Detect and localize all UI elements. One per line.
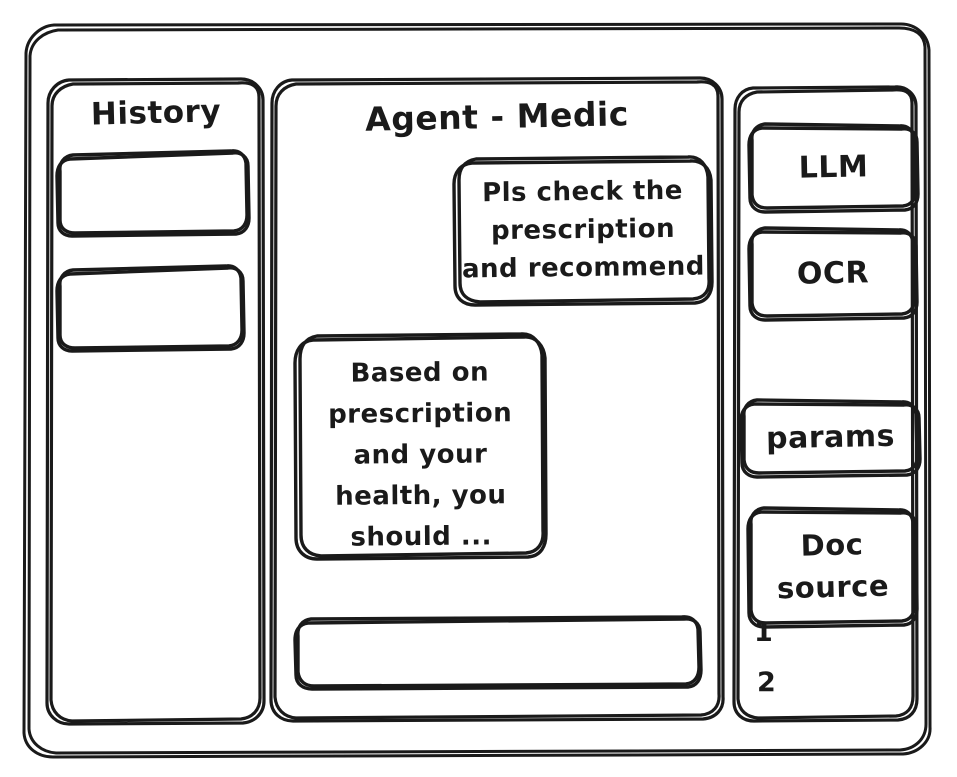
tool-button-ocr[interactable]: OCR xyxy=(749,228,917,320)
tool-button-params[interactable]: params xyxy=(741,400,920,477)
history-item-1[interactable] xyxy=(57,152,249,236)
message-assistant-text: Based on prescription and your health, y… xyxy=(327,357,513,553)
message-bubble-assistant: Based on prescription and your health, y… xyxy=(295,336,546,559)
message-user-text: Pls check the prescription and recommend xyxy=(461,175,706,285)
tool-button-llm-label: LLM xyxy=(798,149,869,186)
doc-source-marker-1[interactable]: 1 xyxy=(754,617,774,648)
tool-button-params-label: params xyxy=(765,418,896,457)
message-bubble-user: Pls check the prescription and recommend xyxy=(454,157,712,305)
history-item-2[interactable] xyxy=(57,266,244,351)
tool-button-llm[interactable]: LLM xyxy=(749,124,918,212)
doc-source-marker-2[interactable]: 2 xyxy=(757,667,777,698)
tool-button-ocr-label: OCR xyxy=(796,255,870,292)
history-title: History xyxy=(90,93,222,133)
doc-source-button[interactable]: Doc source xyxy=(748,508,917,627)
composer-input[interactable] xyxy=(295,617,701,689)
doc-source-label: Doc source xyxy=(776,527,890,606)
